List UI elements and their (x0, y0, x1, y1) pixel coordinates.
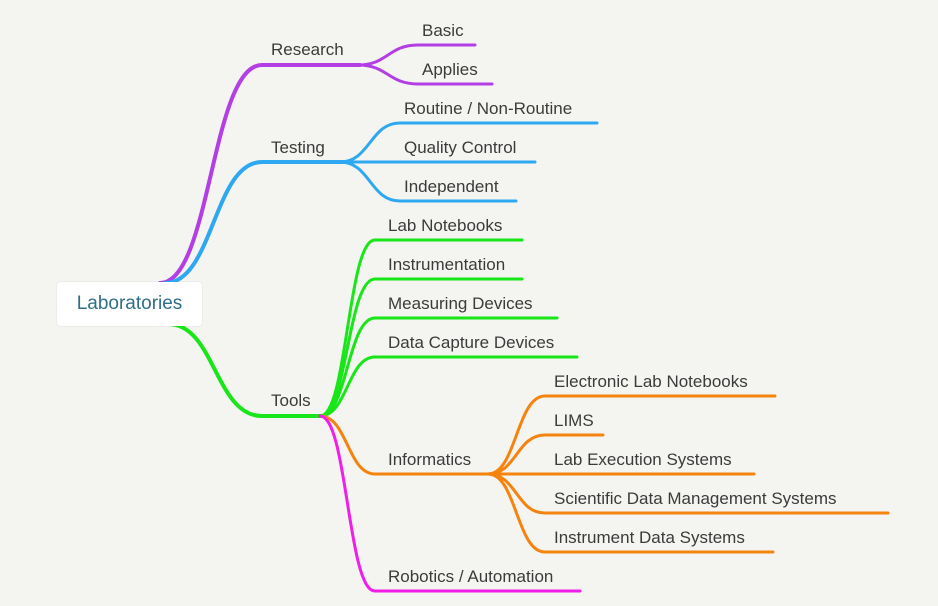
node-lims[interactable]: LIMS (554, 411, 594, 430)
link-testing-routine (338, 121, 599, 164)
node-tools[interactable]: Tools (271, 391, 311, 410)
node-applies[interactable]: Applies (422, 60, 478, 79)
node-measuring-devices[interactable]: Measuring Devices (388, 294, 533, 313)
node-lab-execution-systems[interactable]: Lab Execution Systems (554, 450, 732, 469)
link-tools-informatics (318, 414, 492, 476)
link-testing-independent (338, 160, 518, 203)
node-testing[interactable]: Testing (271, 138, 325, 157)
node-scientific-data-management-systems[interactable]: Scientific Data Management Systems (554, 489, 837, 508)
link-root-tools (166, 322, 324, 418)
node-robotics-automation[interactable]: Robotics / Automation (388, 567, 554, 586)
node-quality-control[interactable]: Quality Control (404, 138, 517, 157)
node-instrumentation[interactable]: Instrumentation (388, 255, 506, 274)
node-instrument-data-systems[interactable]: Instrument Data Systems (554, 528, 745, 547)
connector-lines (158, 43, 890, 593)
node-data-capture-devices[interactable]: Data Capture Devices (388, 333, 555, 352)
link-tools-child-2 (318, 316, 559, 418)
root-node-label: Laboratories (76, 293, 183, 314)
link-root-research (158, 63, 362, 285)
link-informatics-child-0 (486, 394, 777, 476)
link-informatics-child-1 (486, 433, 605, 476)
link-root-testing (163, 160, 347, 285)
link-research-applies (356, 63, 494, 86)
link-tools-child-3 (318, 355, 579, 418)
node-basic[interactable]: Basic (422, 21, 464, 40)
link-informatics-child-4 (486, 472, 775, 554)
node-lab-notebooks[interactable]: Lab Notebooks (388, 216, 503, 235)
node-informatics[interactable]: Informatics (388, 450, 472, 469)
node-research[interactable]: Research (271, 40, 344, 59)
node-routine-non-routine[interactable]: Routine / Non-Routine (404, 99, 573, 118)
node-electronic-lab-notebooks[interactable]: Electronic Lab Notebooks (554, 372, 748, 391)
root-node[interactable]: Laboratories (57, 282, 202, 326)
link-tools-robotics (318, 414, 582, 593)
node-independent[interactable]: Independent (404, 177, 499, 196)
